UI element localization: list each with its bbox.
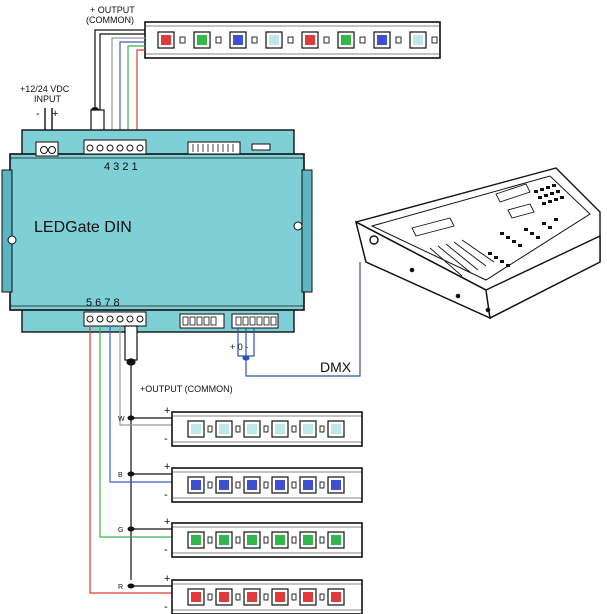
led-light bbox=[275, 424, 285, 434]
dmx-polarity-label: + 0 - bbox=[230, 342, 248, 352]
strip-plus-label: + bbox=[164, 516, 170, 528]
resistor bbox=[235, 593, 241, 601]
resistor bbox=[319, 593, 325, 601]
resistor bbox=[323, 36, 330, 44]
led-light bbox=[191, 535, 201, 545]
top-led-strip bbox=[144, 21, 441, 59]
led-light bbox=[331, 424, 341, 434]
led-strip-g: + - G bbox=[118, 516, 363, 558]
resistor bbox=[359, 36, 366, 44]
led-light bbox=[331, 592, 341, 602]
led-light bbox=[219, 592, 229, 602]
led-light bbox=[341, 35, 351, 45]
resistor bbox=[263, 481, 269, 489]
led-light bbox=[275, 480, 285, 490]
resistor bbox=[319, 536, 325, 544]
junction bbox=[127, 471, 135, 477]
resistor bbox=[207, 536, 213, 544]
strip-minus-label: - bbox=[164, 544, 168, 556]
resistor bbox=[235, 536, 241, 544]
resistor bbox=[251, 36, 258, 44]
top-output-wires bbox=[90, 29, 145, 143]
junction bbox=[127, 583, 135, 589]
led-strip-r: + - R bbox=[118, 573, 363, 614]
junction bbox=[127, 415, 135, 421]
resistor bbox=[235, 481, 241, 489]
led-light bbox=[413, 35, 423, 45]
led-light bbox=[191, 480, 201, 490]
resistor bbox=[235, 425, 241, 433]
device-name: LEDGate DIN bbox=[34, 219, 132, 236]
led-light bbox=[161, 35, 171, 45]
strip-channel-label: W bbox=[118, 416, 125, 423]
led-light bbox=[303, 424, 313, 434]
led-light bbox=[219, 480, 229, 490]
resistor bbox=[319, 425, 325, 433]
input-voltage-label: +12/24 VDC bbox=[20, 84, 70, 94]
led-light bbox=[247, 424, 257, 434]
led-light bbox=[305, 35, 315, 45]
led-light bbox=[331, 480, 341, 490]
resistor bbox=[263, 536, 269, 544]
led-light bbox=[197, 35, 207, 45]
strip-channel-label: R bbox=[118, 584, 123, 591]
bottom-terminal-numbers: 5 6 7 8 bbox=[86, 297, 120, 309]
resistor bbox=[207, 593, 213, 601]
led-light bbox=[247, 480, 257, 490]
output-bottom-label: +OUTPUT (COMMON) bbox=[140, 384, 233, 394]
strip-minus-label: - bbox=[164, 601, 168, 613]
strip-plus-label: + bbox=[164, 573, 170, 585]
top-terminal-numbers: 4 3 2 1 bbox=[104, 161, 138, 173]
led-light bbox=[377, 35, 387, 45]
led-light bbox=[275, 535, 285, 545]
resistor bbox=[291, 425, 297, 433]
input-minus-label: - bbox=[36, 108, 40, 120]
junction bbox=[127, 526, 135, 532]
ledgate-din-device bbox=[1, 129, 313, 333]
led-light bbox=[275, 592, 285, 602]
led-strip-b: + - B bbox=[118, 461, 363, 503]
led-light bbox=[303, 480, 313, 490]
resistor bbox=[179, 36, 186, 44]
strip-channel-label: G bbox=[118, 527, 123, 534]
led-light bbox=[233, 35, 243, 45]
resistor bbox=[215, 36, 222, 44]
input-plus-label: + bbox=[52, 108, 58, 120]
led-light bbox=[191, 424, 201, 434]
resistor bbox=[395, 36, 402, 44]
led-light bbox=[269, 35, 279, 45]
resistor bbox=[207, 425, 213, 433]
strip-plus-label: + bbox=[164, 405, 170, 417]
strip-plus-label: + bbox=[164, 461, 170, 473]
led-light bbox=[303, 592, 313, 602]
resistor bbox=[431, 36, 438, 44]
led-light bbox=[331, 535, 341, 545]
strip-channel-label: B bbox=[118, 472, 123, 479]
input-label: INPUT bbox=[34, 94, 62, 104]
led-light bbox=[191, 592, 201, 602]
led-light bbox=[303, 535, 313, 545]
resistor bbox=[319, 481, 325, 489]
resistor bbox=[291, 536, 297, 544]
resistor bbox=[263, 425, 269, 433]
dmx-cable bbox=[237, 262, 361, 377]
bottom-output-wires bbox=[89, 325, 172, 594]
led-light bbox=[247, 535, 257, 545]
led-strip-w: + - W bbox=[118, 405, 363, 447]
dmx-console bbox=[354, 167, 601, 320]
strip-minus-label: - bbox=[164, 433, 168, 445]
output-top-label-line2: (COMMON) bbox=[86, 15, 134, 25]
strip-minus-label: - bbox=[164, 489, 168, 501]
led-light bbox=[219, 424, 229, 434]
resistor bbox=[263, 593, 269, 601]
resistor bbox=[291, 481, 297, 489]
led-light bbox=[219, 535, 229, 545]
resistor bbox=[207, 481, 213, 489]
led-light bbox=[247, 592, 257, 602]
resistor bbox=[287, 36, 294, 44]
resistor bbox=[291, 593, 297, 601]
output-top-label-line1: + OUTPUT bbox=[90, 5, 135, 15]
dmx-label: DMX bbox=[320, 359, 352, 375]
